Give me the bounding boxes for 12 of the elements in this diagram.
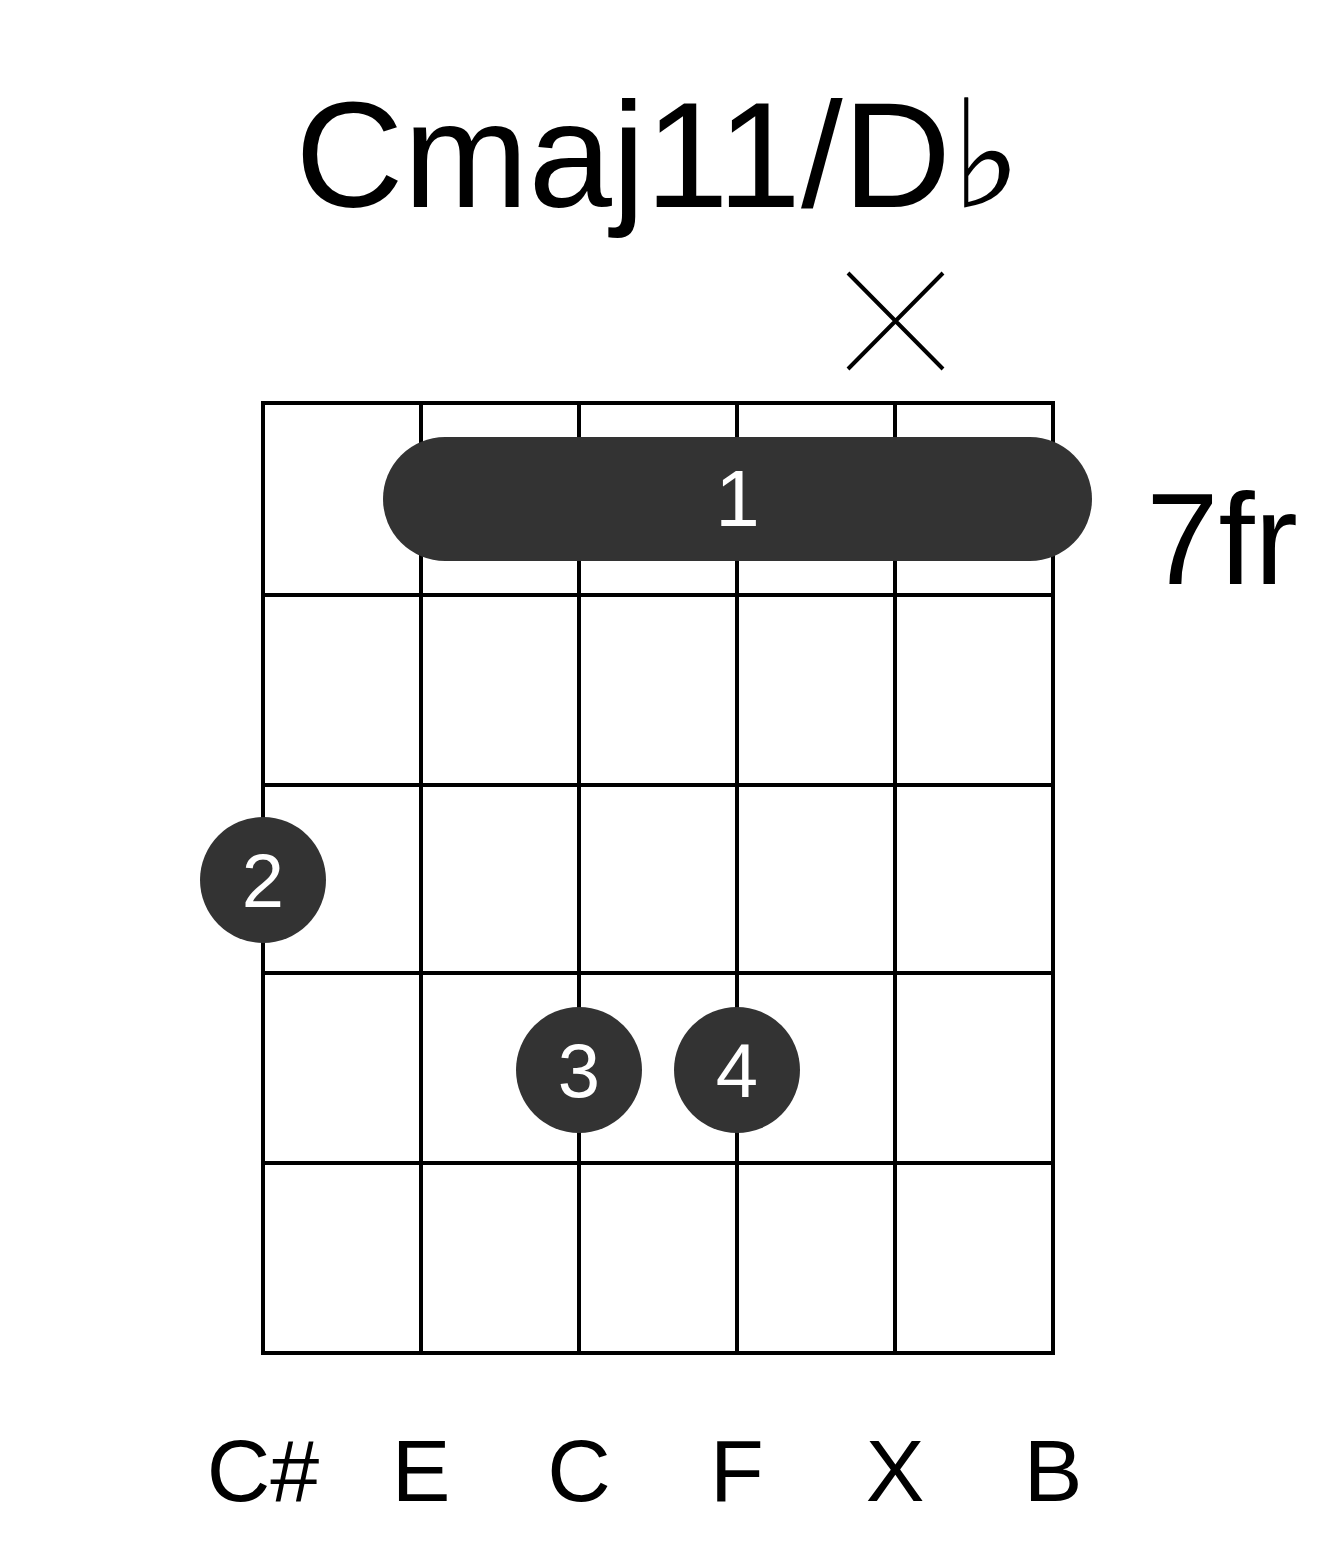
barre-bar: 1: [383, 437, 1092, 561]
string-note: X: [864, 1420, 926, 1522]
string-note: B: [1022, 1420, 1084, 1522]
chord-title: Cmaj11/D♭: [294, 70, 1023, 240]
finger-dot: 3: [516, 1007, 642, 1133]
string-note: C: [546, 1420, 612, 1522]
finger-dot: 4: [674, 1007, 800, 1133]
finger-dot: 2: [200, 817, 326, 943]
string-note: C#: [205, 1420, 321, 1522]
string-note: E: [390, 1420, 452, 1522]
fret-number: 7fr: [1145, 465, 1299, 614]
string-note: F: [709, 1420, 765, 1522]
